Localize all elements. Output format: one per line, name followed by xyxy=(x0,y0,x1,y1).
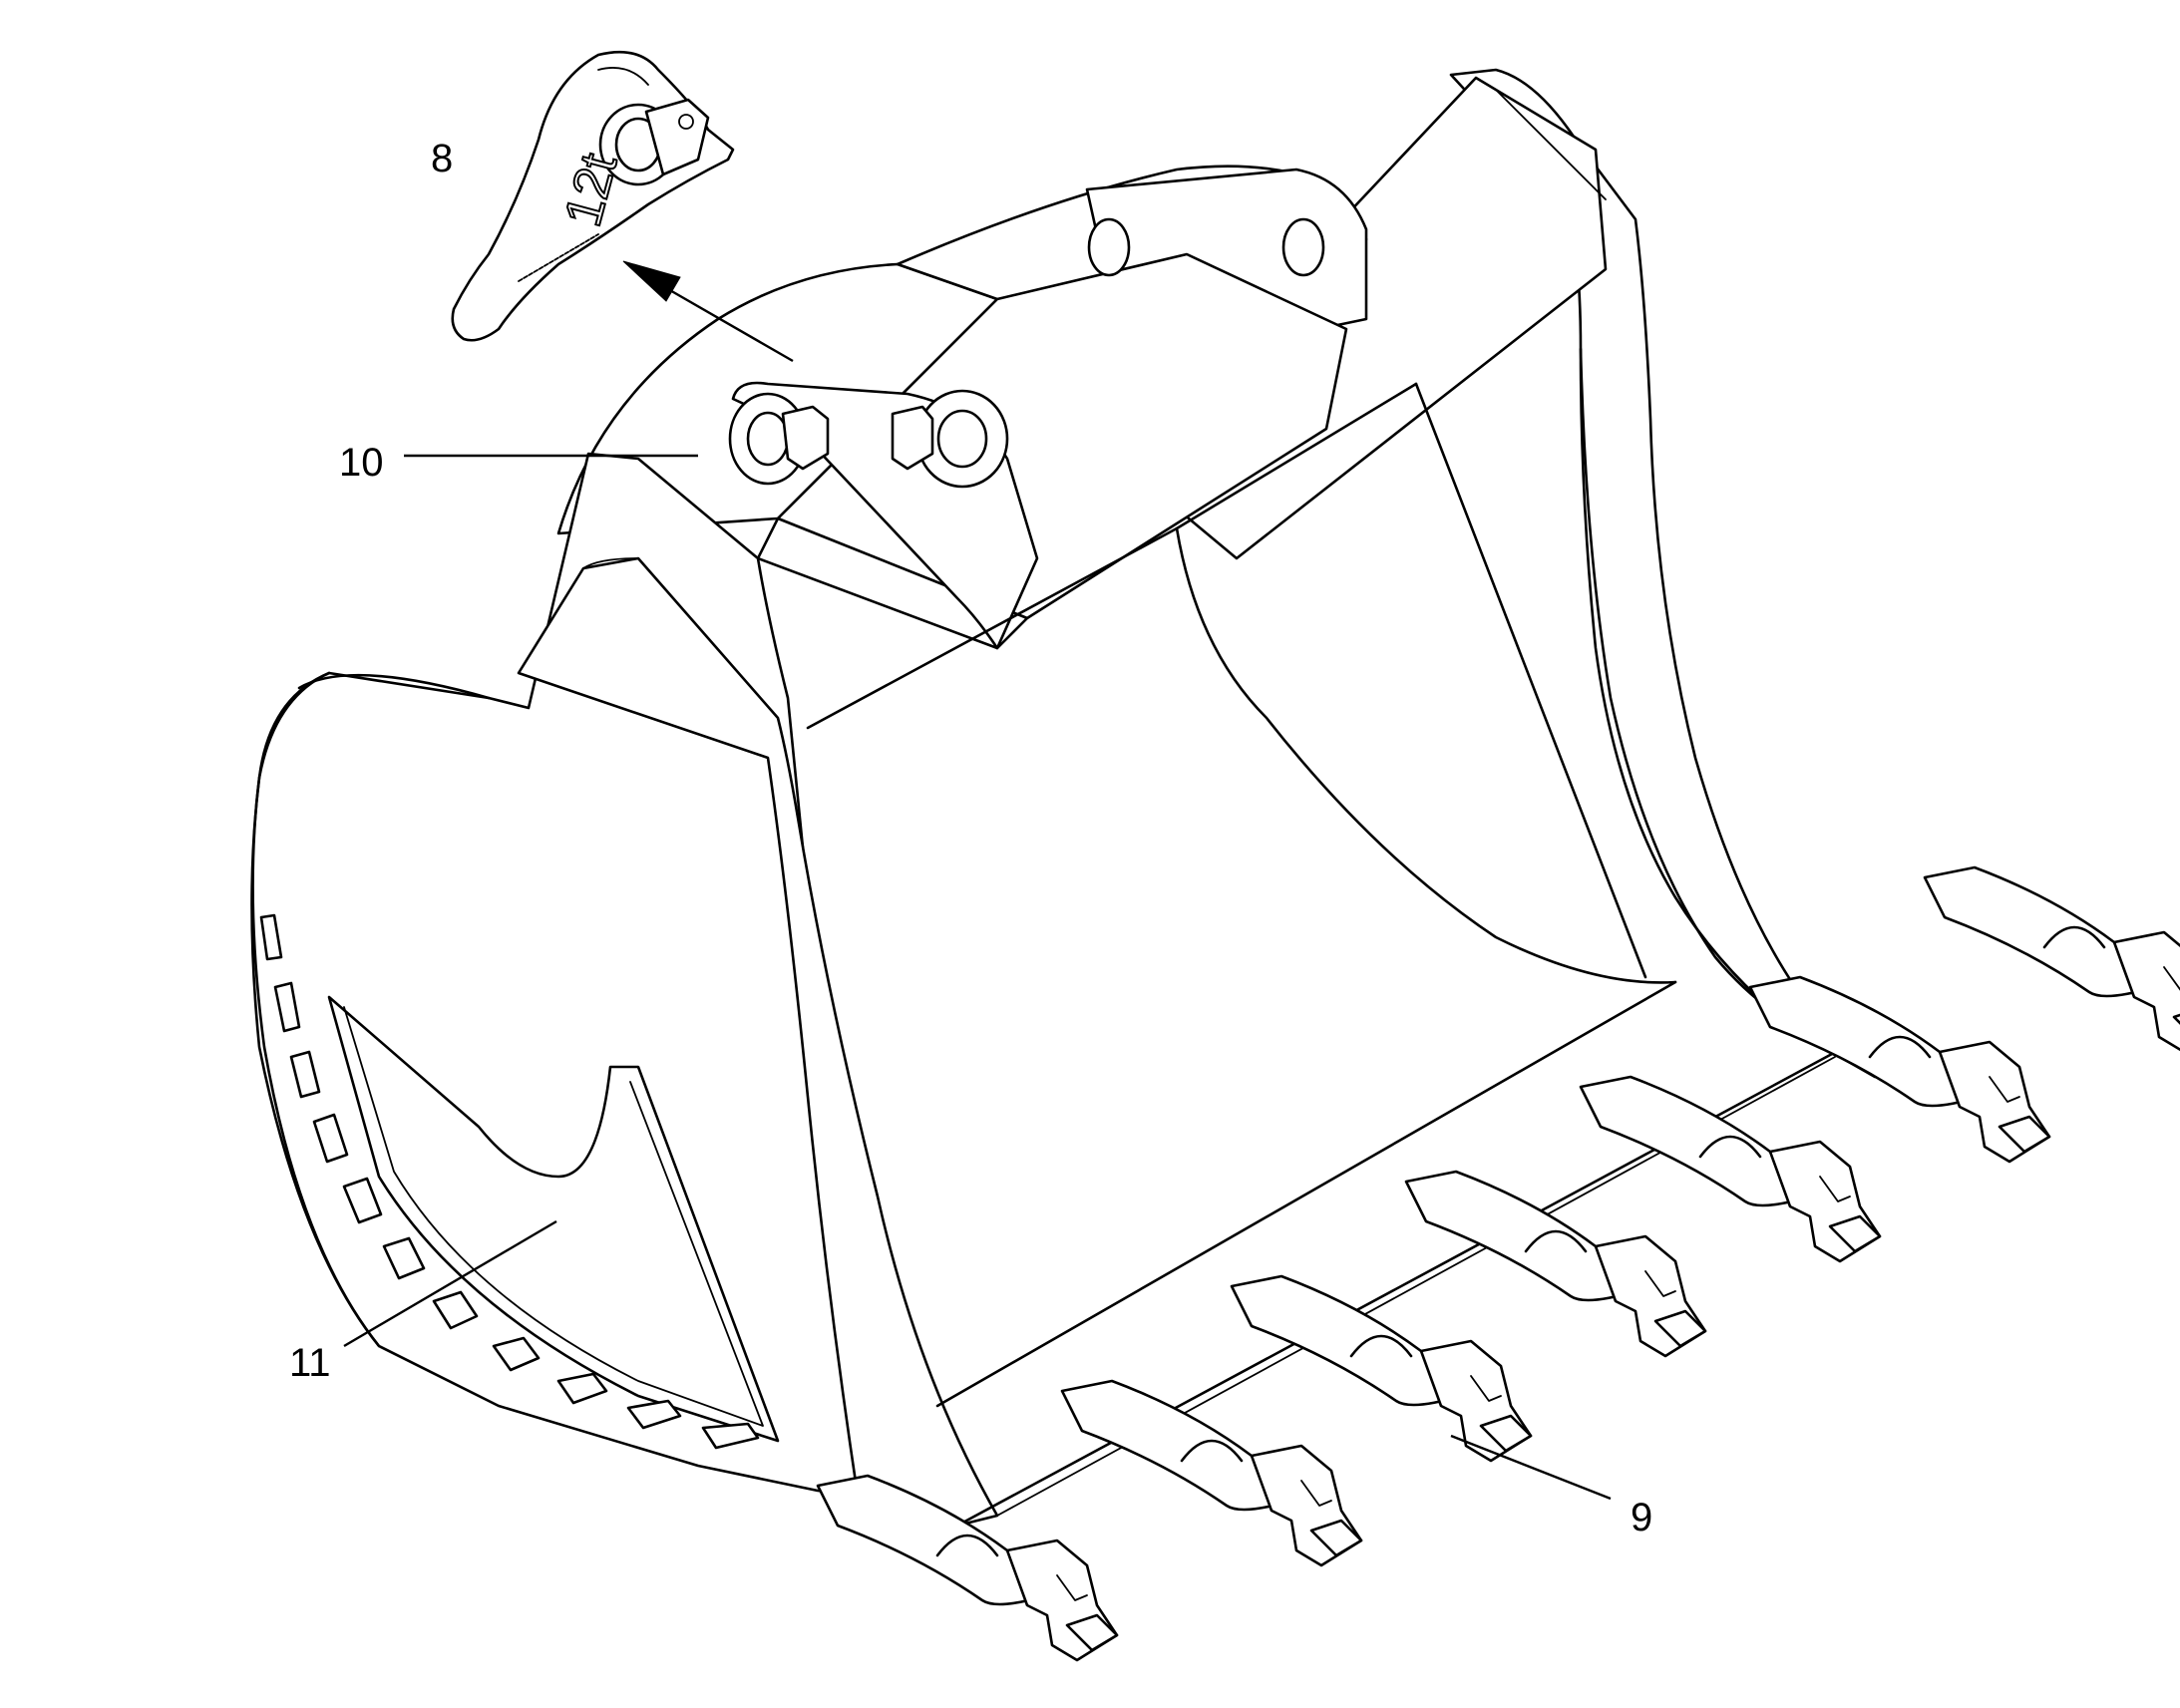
wear-strips xyxy=(259,913,760,1450)
arrow-head-icon xyxy=(622,260,681,302)
tooth-6 xyxy=(1748,975,2051,1164)
bucket-assembly xyxy=(250,68,1897,1528)
leader-11 xyxy=(343,1219,557,1348)
tooth-2 xyxy=(1060,1379,1363,1567)
callout-11: 11 xyxy=(289,1341,331,1385)
callout-10: 10 xyxy=(339,441,384,485)
callout-labels: 8 10 11 9 xyxy=(289,137,1652,1539)
callout-9: 9 xyxy=(1631,1496,1652,1539)
tooth-7 xyxy=(1923,865,2180,1052)
callout-8: 8 xyxy=(431,137,453,180)
hook-arrow xyxy=(622,260,794,363)
tooth-3 xyxy=(1230,1274,1533,1463)
leader-9 xyxy=(1450,1434,1612,1501)
bucket-teeth xyxy=(816,865,2180,1662)
callout-leaders xyxy=(343,454,1612,1501)
tooth-5 xyxy=(1579,1075,1882,1263)
tooth-1 xyxy=(816,1474,1119,1662)
tooth-4 xyxy=(1404,1170,1707,1358)
lifting-hook: 12t xyxy=(451,50,735,342)
